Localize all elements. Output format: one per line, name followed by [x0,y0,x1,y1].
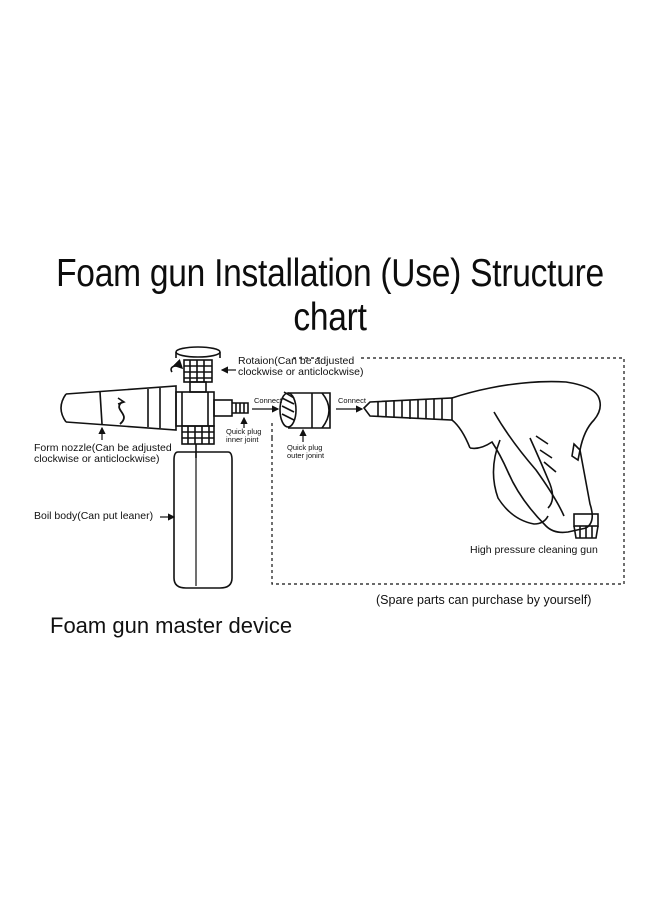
spare-parts-box [271,357,625,585]
rotation-label: Rotaion(Can be adjusted clockwise or ant… [238,355,364,379]
page-title: Foam gun Installation (Use) Structure ch… [56,252,604,339]
bottle-cap [181,425,215,458]
nozzle-label-line2: clockwise or anticlockwise) [34,453,160,466]
high-pressure-gun [451,380,602,539]
foam-nozzle [60,385,177,431]
nozzle-label: Form nozzle(Can be adjusted clockwise or… [34,442,172,466]
connect-label-2: Connect [338,396,366,405]
boil-body-bottle [173,451,233,589]
rotation-knob [170,346,221,393]
connect-label-1: Connect [254,396,282,405]
rotation-label-line1: Rotaion(Can be adjusted [238,355,355,367]
quick-outer-line2: outer jonint [287,450,325,460]
rotation-label-line2: clockwise or anticlockwise) [238,366,364,379]
master-device-label: Foam gun master device [50,613,293,638]
spare-parts-label: (Spare parts can purchase by yourself) [376,593,592,607]
quick-plug-outer-label: Quick plug outer jonint [287,444,324,459]
quick-inner-line2: inner joint [226,434,259,444]
quick-plug-outer-joint [279,391,331,429]
quick-outer-line1: Quick plug [287,443,323,452]
nozzle-label-line1: Form nozzle(Can be adjusted [34,442,172,454]
gun-nozzle-rod [362,397,453,421]
high-pressure-gun-label: High pressure cleaning gun [470,544,598,556]
boil-body-label: Boil body(Can put leaner) [34,510,154,522]
quick-inner-line1: Quick plug [226,427,262,436]
quick-plug-inner-label: Quick plug inner joint [226,428,261,443]
central-body [175,391,249,427]
